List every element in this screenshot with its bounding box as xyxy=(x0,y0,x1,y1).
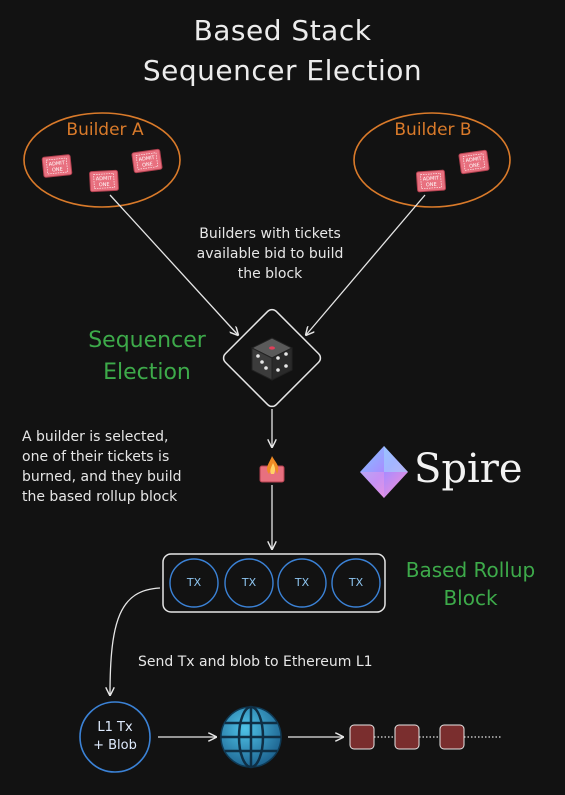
selected-note-line: A builder is selected, xyxy=(22,429,169,445)
tx-label: TX xyxy=(294,576,310,589)
sequencer-election-line: Election xyxy=(103,360,191,385)
ticket-icon xyxy=(41,154,73,178)
tx-label: TX xyxy=(348,576,364,589)
arrow-builder-a-to-election xyxy=(109,194,238,335)
ticket-icon xyxy=(458,149,490,175)
based-rollup-block-line: Based Rollup xyxy=(405,558,536,582)
title-line-2: Sequencer Election xyxy=(142,54,423,87)
tx-circle xyxy=(224,558,274,608)
bid-note: Builders with tickets available bid to b… xyxy=(170,224,370,284)
l1-node-label: L1 Tx + Blob xyxy=(75,719,155,755)
globe-icon xyxy=(220,705,282,769)
ticket-icon xyxy=(131,148,163,174)
bid-note-line: the block xyxy=(237,266,303,282)
based-rollup-block-label: Based Rollup Block xyxy=(388,556,553,612)
rollup-block-frame xyxy=(162,553,386,613)
tx-circle xyxy=(331,558,381,608)
chain-block xyxy=(439,724,465,750)
bid-note-line: Builders with tickets xyxy=(199,226,341,242)
builder-a-ellipse xyxy=(23,112,181,208)
title-line-1: Based Stack xyxy=(193,14,372,47)
l1-node-circle xyxy=(79,701,151,773)
sequencer-election-line: Sequencer xyxy=(88,328,206,353)
arrow-builder-b-to-election xyxy=(306,194,426,335)
spire-logo-text: Spire xyxy=(414,446,523,492)
chain-block xyxy=(349,724,375,750)
tx-label: TX xyxy=(241,576,257,589)
selected-note-line: burned, and they build xyxy=(22,469,182,485)
builder-b-label: Builder B xyxy=(394,120,472,140)
l1-node-line: L1 Tx xyxy=(97,720,133,735)
l1-node-line: + Blob xyxy=(93,738,137,753)
ticket-icon xyxy=(88,169,120,193)
selected-note-line: one of their tickets is xyxy=(22,449,170,465)
send-note: Send Tx and blob to Ethereum L1 xyxy=(138,654,373,670)
tx-label: TX xyxy=(186,576,202,589)
spire-logo-icon xyxy=(360,446,408,498)
sequencer-election-label: Sequencer Election xyxy=(72,325,222,389)
based-rollup-block-line: Block xyxy=(443,586,498,610)
tx-circle xyxy=(277,558,327,608)
chain-block xyxy=(394,724,420,750)
builder-a-label: Builder A xyxy=(66,120,144,140)
arrow-block-to-l1 xyxy=(110,587,161,695)
builder-b-ellipse xyxy=(353,112,511,208)
tx-circle xyxy=(169,558,219,608)
bid-note-line: available bid to build xyxy=(196,246,344,262)
ticket-icon xyxy=(415,169,447,193)
burning-ticket-icon xyxy=(259,456,285,483)
selected-note-line: the based rollup block xyxy=(22,489,178,505)
dice-icon xyxy=(250,337,294,381)
selected-note: A builder is selected, one of their tick… xyxy=(22,427,244,507)
